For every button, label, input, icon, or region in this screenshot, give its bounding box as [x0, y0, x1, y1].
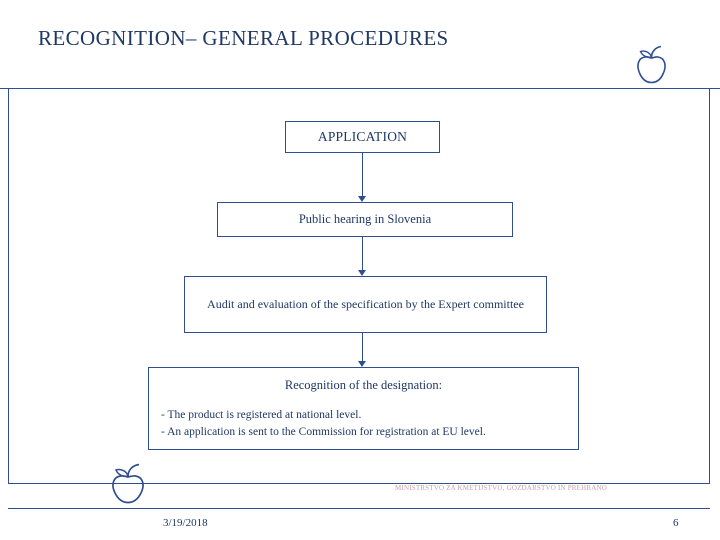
connector-hearing-to-audit — [362, 237, 363, 270]
flow-node-recognition-bullet-2: - An application is sent to the Commissi… — [161, 425, 486, 438]
flow-node-public-hearing[interactable]: Public hearing in Slovenia — [217, 202, 513, 237]
footer-date: 3/19/2018 — [163, 517, 208, 529]
footer-page-number: 6 — [673, 517, 679, 529]
arrow-head-icon — [358, 270, 366, 276]
arrow-head-icon — [358, 361, 366, 367]
title-divider — [0, 88, 720, 89]
flow-node-application-label: APPLICATION — [317, 129, 408, 144]
flow-node-recognition-bullet-1: - The product is registered at national … — [161, 409, 362, 421]
content-frame — [8, 88, 710, 484]
footer-watermark: MINISTRSTVO ZA KMETIJSTVO, GOZDARSTVO IN… — [395, 484, 608, 492]
flow-node-public-hearing-label: Public hearing in Slovenia — [298, 212, 432, 226]
flow-node-recognition[interactable]: Recognition of the designation: - The pr… — [148, 367, 579, 450]
connector-audit-to-recognition — [362, 333, 363, 361]
footer-divider — [8, 508, 710, 509]
connector-application-to-hearing — [362, 153, 363, 196]
flow-node-application[interactable]: APPLICATION — [285, 121, 440, 153]
apple-icon — [108, 462, 148, 504]
apple-icon — [634, 44, 668, 84]
flow-node-recognition-title: Recognition of the designation: — [284, 378, 443, 392]
page-title: RECOGNITION– GENERAL PROCEDURES — [38, 26, 449, 50]
flow-node-audit-evaluation[interactable]: Audit and evaluation of the specificatio… — [184, 276, 547, 333]
flow-node-audit-evaluation-label: Audit and evaluation of the specificatio… — [207, 297, 524, 312]
arrow-head-icon — [358, 196, 366, 202]
